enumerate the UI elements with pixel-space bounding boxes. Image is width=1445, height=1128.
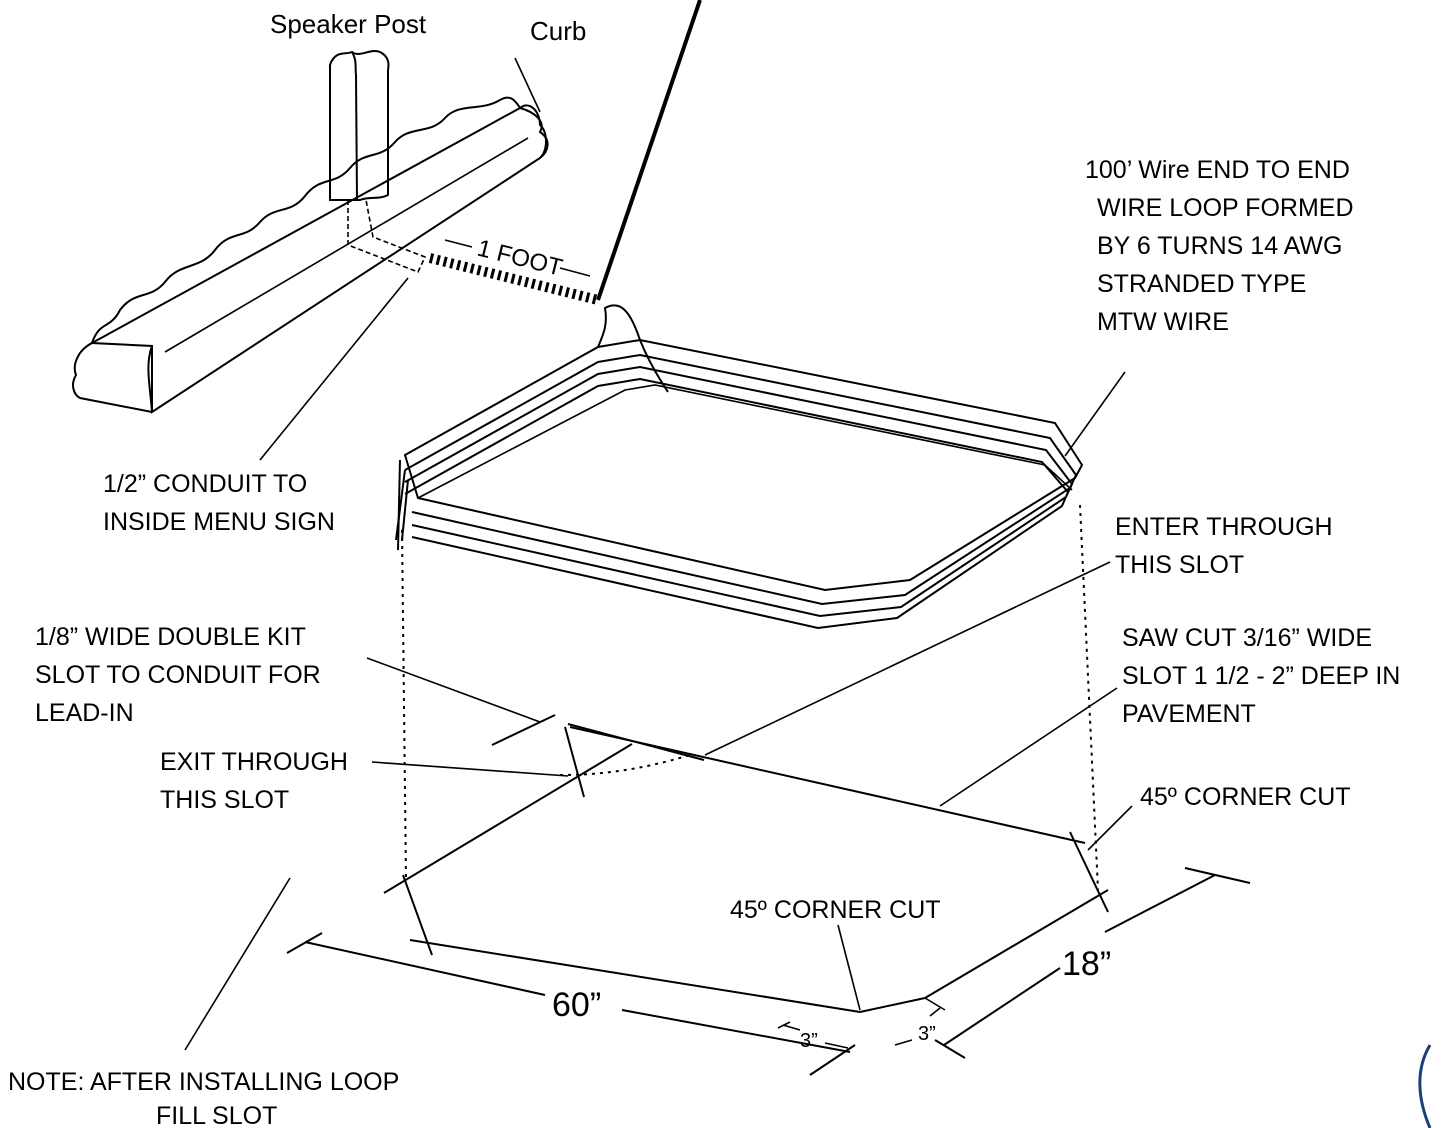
exit-slot-line-1: EXIT THROUGH [160,748,348,776]
wire-spec-line-1: 100’ Wire END TO END [1085,156,1350,184]
lead-in-heavy-dashed [428,253,600,305]
one-foot-dimension: 1 FOOT [444,235,591,282]
enter-slot-line-1: ENTER THROUGH [1115,513,1333,541]
corner-cut-right-label: 45º CORNER CUT [1140,783,1351,811]
leader-lines [184,57,1133,1051]
dim-corner-a-label: 3” [800,1030,818,1052]
kit-slot-line-3: LEAD-IN [35,699,134,727]
lead-wire-up [596,0,702,301]
decorative-swoosh [1418,1044,1432,1128]
saw-cut-line-2: SLOT 1 1/2 - 2” DEEP IN [1122,662,1400,690]
conduit-label-line-1: 1/2” CONDUIT TO [103,470,307,498]
conduit-label-line-2: INSIDE MENU SIGN [103,508,335,536]
slot-plan [383,714,1109,1013]
curb-drawing [72,96,549,414]
dim-width-label: 18” [1062,945,1111,983]
wire-spec-line-2: WIRE LOOP FORMED [1097,194,1354,222]
wire-spec-line-5: MTW WIRE [1097,308,1229,336]
curb-label: Curb [530,16,586,46]
projection-right [1079,504,1099,891]
speaker-post-label: Speaker Post [270,9,427,39]
projection-left [401,529,407,881]
note-line-2: FILL SLOT [156,1102,277,1128]
wire-spec-line-4: STRANDED TYPE [1097,270,1306,298]
enter-slot-line-2: THIS SLOT [1115,551,1244,579]
wire-spec-line-3: BY 6 TURNS 14 AWG [1097,232,1342,260]
saw-cut-line-1: SAW CUT 3/16” WIDE [1122,624,1372,652]
kit-slot-line-1: 1/8” WIDE DOUBLE KIT [35,623,306,651]
dim-corner-b-label: 3” [918,1023,936,1045]
saw-cut-line-3: PAVEMENT [1122,700,1256,728]
dim-length-label: 60” [552,986,601,1024]
corner-cut-bottom-label: 45º CORNER CUT [730,896,941,924]
one-foot-label: 1 FOOT [475,235,566,282]
conduit-dashed-path [347,199,427,274]
wire-loop [395,304,1084,630]
speaker-post-drawing [329,50,390,201]
exit-slot-line-2: THIS SLOT [160,786,289,814]
kit-slot-line-2: SLOT TO CONDUIT FOR [35,661,321,689]
dimensions [286,867,1251,1076]
note-line-1: NOTE: AFTER INSTALLING LOOP [8,1068,399,1096]
